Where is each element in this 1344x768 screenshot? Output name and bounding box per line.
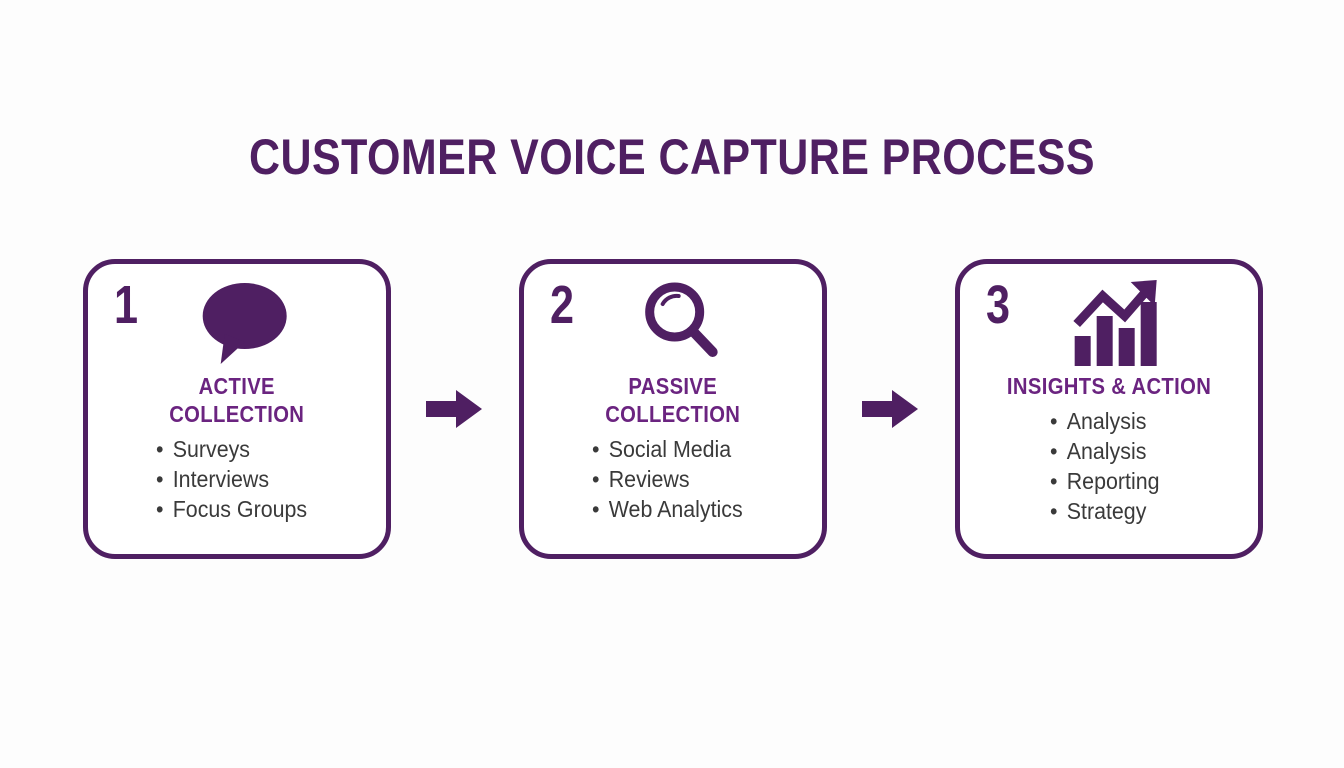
list-item: Social Media <box>592 434 743 464</box>
process-step-card-3: 3 INSIGHTS & ACTION Analysis Analysis Re… <box>955 259 1263 559</box>
step-number-2: 2 <box>550 275 575 335</box>
step-number-1: 1 <box>114 275 139 335</box>
list-item: Reporting <box>1050 466 1159 496</box>
list-item: Focus Groups <box>156 494 307 524</box>
step-heading-2: PASSIVE COLLECTION <box>605 373 741 427</box>
magnifying-glass-icon <box>633 276 729 368</box>
list-item: Web Analytics <box>592 494 743 524</box>
list-item: Reviews <box>592 464 743 494</box>
card-body-3: INSIGHTS & ACTION Analysis Analysis Repo… <box>993 373 1225 526</box>
process-step-card-2: 2 PASSIVE COLLECTION Social Media Review… <box>519 259 827 559</box>
step-item-list-2: Social Media Reviews Web Analytics <box>592 434 754 524</box>
card-header-1: 1 <box>88 264 386 376</box>
list-item: Analysis <box>1050 436 1159 466</box>
process-flow: 1 ACTIVE COLLECTION Surveys Interviews F… <box>83 258 1263 560</box>
card-body-2: PASSIVE COLLECTION Social Media Reviews … <box>592 373 754 524</box>
process-step-card-1: 1 ACTIVE COLLECTION Surveys Interviews F… <box>83 259 391 559</box>
arrow-right-icon <box>861 386 921 432</box>
list-item: Analysis <box>1050 406 1159 436</box>
step-heading-3: INSIGHTS & ACTION <box>1006 373 1212 399</box>
card-body-1: ACTIVE COLLECTION Surveys Interviews Foc… <box>156 373 318 524</box>
step-heading-1: ACTIVE COLLECTION <box>169 373 305 427</box>
speech-bubble-icon <box>197 276 293 368</box>
list-item: Strategy <box>1050 496 1159 526</box>
step-number-3: 3 <box>986 275 1011 335</box>
step-item-list-3: Analysis Analysis Reporting Strategy <box>1050 406 1168 526</box>
growth-bar-chart-icon <box>1069 276 1165 368</box>
arrow-right-icon <box>425 386 485 432</box>
list-item: Interviews <box>156 464 307 494</box>
page-title: CUSTOMER VOICE CAPTURE PROCESS <box>249 129 1095 185</box>
card-header-2: 2 <box>524 264 822 376</box>
card-header-3: 3 <box>960 264 1258 376</box>
step-item-list-1: Surveys Interviews Focus Groups <box>156 434 318 524</box>
list-item: Surveys <box>156 434 307 464</box>
